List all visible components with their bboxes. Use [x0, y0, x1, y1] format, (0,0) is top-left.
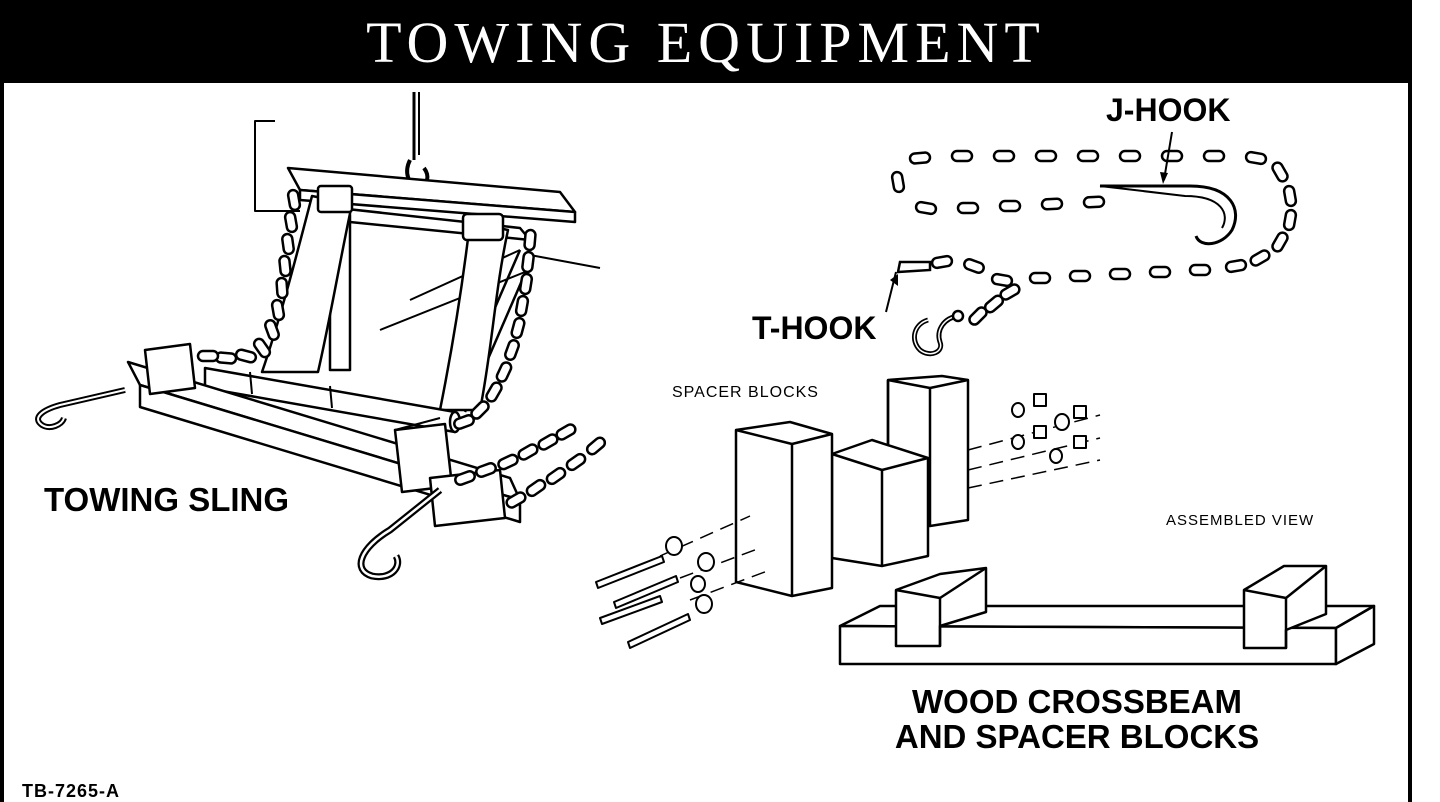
j-hook-label: J-HOOK	[1106, 92, 1231, 128]
title-banner: TOWING EQUIPMENT	[0, 0, 1412, 83]
towing-sling-illustration	[35, 92, 601, 581]
hook-chain-lower	[930, 254, 1212, 328]
towing-sling-label: TOWING SLING	[44, 481, 290, 518]
t-hook-shape	[896, 260, 932, 274]
assembled-view-illustration	[838, 564, 1376, 666]
frame-left-border	[0, 83, 4, 802]
hook-chain-illustration	[885, 131, 1298, 357]
hook-chain-return	[890, 170, 1106, 216]
t-hook-label: T-HOOK	[752, 310, 877, 346]
frame-right-border	[1408, 83, 1412, 802]
figure-id: TB-7265-A	[22, 781, 121, 801]
wood-crossbeam-label: WOOD CROSSBEAM AND SPACER BLOCKS	[894, 683, 1260, 755]
assembled-view-label: ASSEMBLED VIEW	[1166, 512, 1315, 529]
hook-chain-upper	[908, 149, 1268, 166]
j-hook-shape	[1100, 184, 1238, 246]
spacer-blocks-label: SPACER BLOCKS	[672, 384, 819, 401]
grab-hook-shape	[911, 313, 959, 357]
spacer-blocks-illustration	[595, 374, 1101, 649]
page-title: TOWING EQUIPMENT	[366, 10, 1046, 75]
